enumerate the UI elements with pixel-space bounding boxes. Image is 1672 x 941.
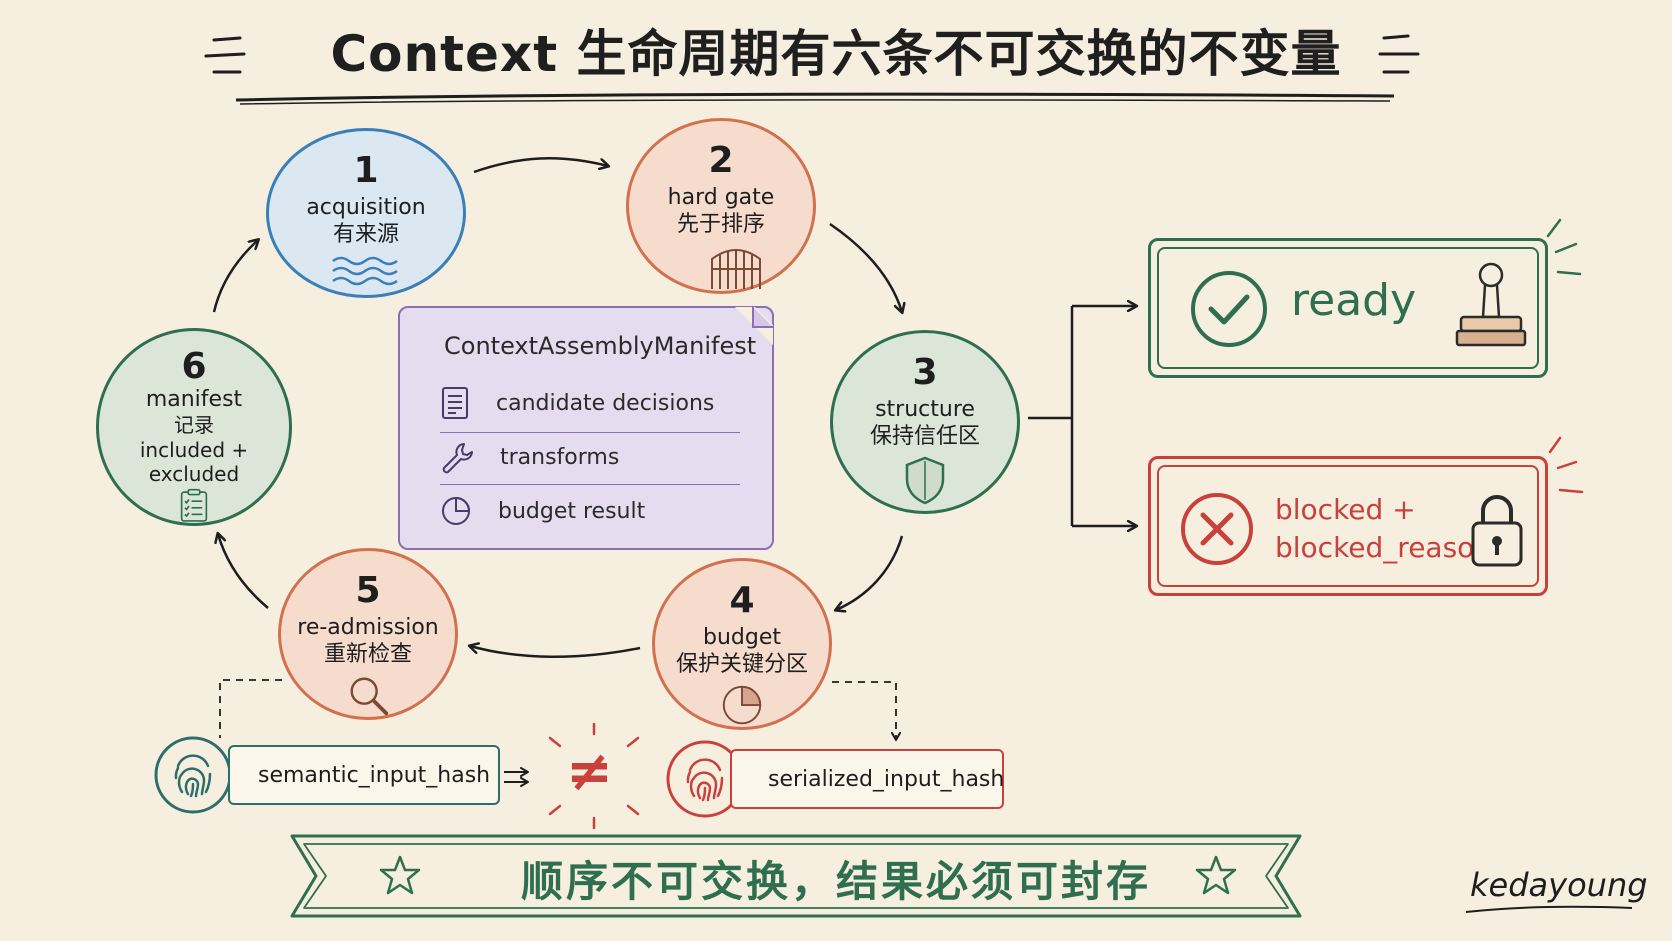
manifest-item-transforms: transforms	[440, 432, 740, 482]
neq-burst	[548, 722, 640, 830]
step-1-acquisition: 1 acquisition 有来源	[266, 128, 466, 298]
ready-label: ready	[1291, 275, 1417, 326]
banner-slogan: 顺序不可交换，结果必须可封存	[520, 857, 1151, 906]
page-title: Context 生命周期有六条不可交换的不变量	[330, 25, 1342, 83]
step-4-budget: 4 budget 保护关键分区	[652, 558, 832, 730]
step-number: 2	[708, 140, 734, 181]
blocked-ray-marks	[1548, 436, 1584, 494]
blocked-label-line2: blocked_reason	[1275, 530, 1493, 564]
not-equal-symbol: ≠	[566, 739, 613, 804]
serialized-input-hash: serialized_input_hash	[730, 749, 1004, 809]
stamp-icon	[1455, 262, 1527, 347]
padlock-icon	[1471, 495, 1523, 567]
ready-inner-border	[1157, 247, 1539, 369]
step-label-zh: 有来源	[332, 222, 399, 248]
star-icon-right	[1195, 855, 1237, 895]
banner-ribbon	[290, 834, 1302, 918]
context-assembly-manifest-card: ContextAssemblyManifest candidate decisi…	[398, 306, 774, 550]
step-number: 6	[181, 346, 207, 387]
blocked-label: blocked + blocked_reason	[1275, 491, 1492, 567]
hash-double-arrow	[504, 767, 529, 787]
signature-underline	[1465, 905, 1633, 913]
step-number: 3	[912, 352, 938, 393]
manifest-divider	[440, 484, 740, 485]
step-label-extra2: excluded	[148, 462, 240, 487]
step-label-zh: 记录	[174, 413, 214, 438]
step-label-en: acquisition	[306, 195, 426, 220]
step-label-en: budget	[703, 625, 781, 650]
step-number: 1	[353, 150, 379, 191]
step-3-structure: 3 structure 保持信任区	[830, 330, 1020, 514]
semantic-input-hash: semantic_input_hash	[228, 745, 500, 805]
step-label-zh: 保持信任区	[869, 424, 980, 450]
clipboard-checklist-icon	[180, 489, 208, 523]
manifest-divider	[440, 432, 740, 433]
wrench-icon	[442, 443, 473, 474]
step-label-en: structure	[875, 397, 975, 422]
title-dashes-right	[1378, 34, 1420, 74]
ready-ray-marks	[1546, 218, 1582, 276]
title-underline-2	[239, 99, 1391, 105]
arrow-5-to-6	[218, 534, 269, 609]
gate-icon	[711, 248, 761, 289]
blocked-outcome-box: blocked + blocked_reason	[1148, 456, 1548, 596]
author-signature: kedayoung	[1470, 866, 1648, 904]
step-label-en: manifest	[145, 387, 243, 412]
step-6-manifest: 6 manifest 记录 included + excluded	[96, 328, 292, 526]
x-circle-icon	[1181, 493, 1253, 565]
step-label-en: re-admission	[297, 615, 439, 640]
step-label-zh: 先于排序	[676, 212, 765, 238]
step-2-hard-gate: 2 hard gate 先于排序	[626, 118, 816, 294]
manifest-item-budget-result: budget result	[440, 486, 740, 536]
title-underline	[235, 92, 1395, 102]
step-number: 5	[355, 570, 381, 611]
star-icon-left	[379, 855, 421, 895]
document-list-icon	[442, 387, 468, 419]
step-label-zh: 重新检查	[323, 642, 412, 668]
arrow-6-to-1	[212, 240, 258, 313]
manifest-item-label: candidate decisions	[496, 390, 715, 416]
title-dashes-left	[204, 36, 246, 74]
step-5-re-admission: 5 re-admission 重新检查	[278, 548, 458, 720]
manifest-title: ContextAssemblyManifest	[444, 332, 757, 360]
step-label-extra1: included +	[139, 438, 249, 463]
step-number: 4	[729, 580, 755, 621]
check-circle-icon	[1191, 271, 1267, 347]
magnifier-icon	[350, 677, 389, 716]
arrow-1-to-2	[473, 157, 608, 174]
page-fold-corner	[735, 307, 773, 345]
dashed-5-to-semantic	[219, 679, 282, 738]
manifest-item-label: budget result	[498, 498, 646, 524]
blocked-label-line1: blocked +	[1275, 493, 1416, 526]
shield-icon	[905, 456, 945, 505]
water-waves-icon	[332, 256, 398, 286]
step-label-en: hard gate	[667, 185, 775, 210]
branch-line	[1028, 306, 1074, 526]
arrow-3-to-4	[836, 535, 904, 610]
arrow-2-to-3	[829, 222, 902, 312]
pie-chart-icon	[722, 685, 762, 725]
manifest-item-candidate-decisions: candidate decisions	[440, 378, 740, 428]
ready-outcome-box: ready	[1148, 238, 1548, 378]
manifest-item-label: transforms	[500, 444, 620, 470]
arrow-4-to-5	[470, 646, 641, 658]
step-label-zh: 保护关键分区	[675, 652, 808, 678]
fingerprint-icon-semantic	[154, 736, 232, 814]
blocked-inner-border	[1157, 465, 1539, 587]
dashed-4-to-serialized	[832, 681, 901, 741]
pie-chart-icon	[442, 496, 471, 525]
